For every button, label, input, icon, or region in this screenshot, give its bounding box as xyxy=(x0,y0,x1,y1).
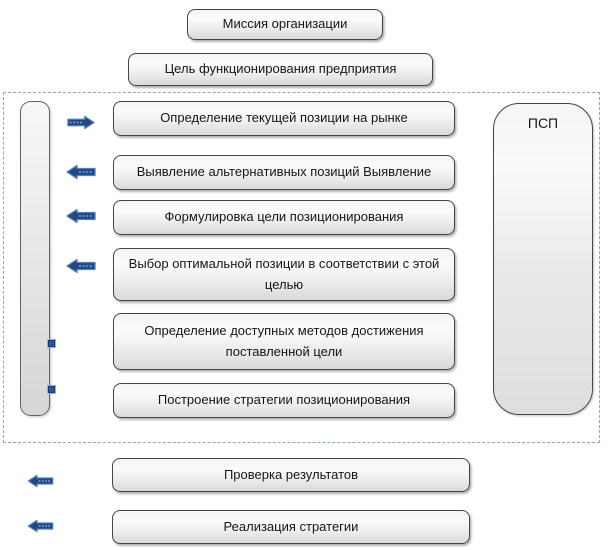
arrow-left-icon xyxy=(66,164,96,180)
goal-box: Цель функционирования предприятия xyxy=(128,53,433,86)
arrow-left-icon xyxy=(66,208,96,224)
step-box-goal-formulation: Формулировка цели позиционирования xyxy=(113,200,455,235)
left-vertical-bar xyxy=(20,101,50,416)
arrow-left-icon xyxy=(27,519,54,533)
process-dashed-frame xyxy=(3,92,600,443)
check-results-box: Проверка результатов xyxy=(112,458,470,492)
arrow-left-icon xyxy=(66,258,96,274)
arrow-left-icon xyxy=(27,474,54,488)
psp-label: ПСП xyxy=(527,115,559,131)
connector-square-icon xyxy=(47,339,56,348)
arrow-right-icon xyxy=(67,115,95,130)
step-box-optimal-position: Выбор оптимальной позиции в соответствии… xyxy=(113,248,455,301)
step-box-alternative-positions: Выявление альтернативных позиций Выявлен… xyxy=(113,155,455,190)
psp-box: ПСП xyxy=(493,103,593,415)
mission-box: Миссия организации xyxy=(187,9,383,40)
connector-square-icon xyxy=(47,385,56,394)
step-box-current-position: Определение текущей позиции на рынке xyxy=(113,101,455,136)
implement-strategy-box: Реализация стратегии xyxy=(112,510,470,544)
step-box-strategy-building: Построение стратегии позиционирования xyxy=(113,383,455,418)
step-box-available-methods: Определение доступных методов достижения… xyxy=(113,313,455,370)
